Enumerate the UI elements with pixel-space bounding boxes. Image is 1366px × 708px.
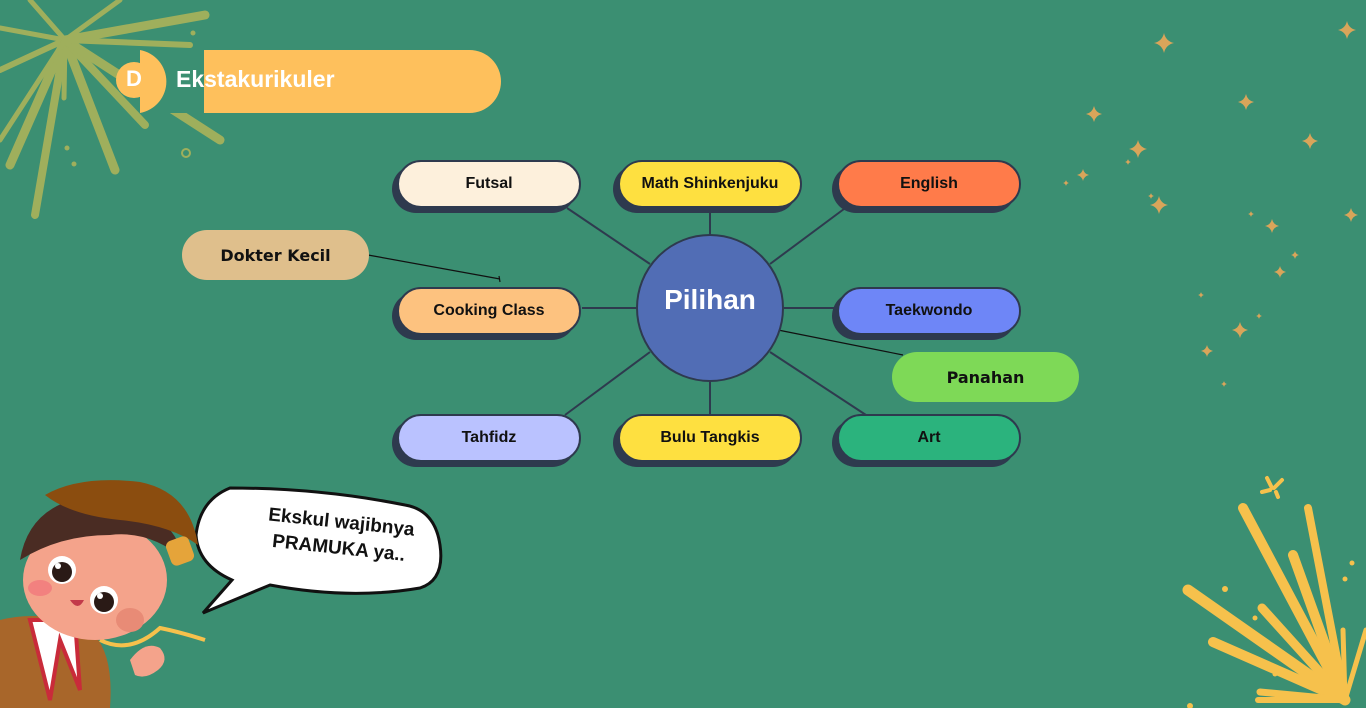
branch-node-futsal: Futsal bbox=[397, 160, 581, 208]
annotation-node-panahan: Panahan bbox=[892, 352, 1079, 402]
sparkle-icon bbox=[1291, 251, 1299, 259]
sparkle-icon bbox=[1154, 33, 1174, 53]
sparkle-icon bbox=[1086, 106, 1102, 122]
sparkle-icon bbox=[1077, 169, 1089, 181]
connector-dokter-kecil bbox=[367, 254, 501, 280]
mindmap-center-node bbox=[636, 234, 784, 382]
sparkle-icon bbox=[1256, 313, 1262, 319]
header-notch bbox=[140, 50, 204, 113]
connector-futsal bbox=[566, 207, 651, 265]
branch-node-tahfidz: Tahfidz bbox=[397, 414, 581, 462]
sparkle-icon bbox=[1238, 94, 1254, 110]
branch-node-art: Art bbox=[837, 414, 1021, 462]
sparkle-icon bbox=[1125, 159, 1131, 165]
sparkle-icon bbox=[1274, 266, 1286, 278]
sparkle-icon bbox=[1265, 219, 1279, 233]
branch-node-math-shinkenjuku: Math Shinkenjuku bbox=[618, 160, 802, 208]
sparkle-icon bbox=[1338, 21, 1356, 39]
branch-node-bulu-tangkis: Bulu Tangkis bbox=[618, 414, 802, 462]
sparkle-icon bbox=[1248, 211, 1254, 217]
firework-top-left-icon bbox=[0, 0, 225, 219]
section-title: Ekstakurikuler bbox=[176, 66, 335, 92]
sparkle-icon bbox=[1201, 345, 1213, 357]
branch-node-cooking-class: Cooking Class bbox=[397, 287, 581, 335]
center-node-label: Pilihan bbox=[664, 284, 756, 315]
firework-bottom-right-icon bbox=[1182, 476, 1366, 708]
connector-english bbox=[769, 205, 849, 265]
annotation-node-dokter-kecil: Dokter Kecil bbox=[182, 230, 369, 280]
branch-node-english: English bbox=[837, 160, 1021, 208]
sparkle-icon bbox=[1221, 381, 1227, 387]
connector-tahfidz bbox=[564, 351, 651, 416]
sparkle-icon bbox=[1344, 208, 1358, 222]
branch-node-taekwondo: Taekwondo bbox=[837, 287, 1021, 335]
sparkle-icon bbox=[1063, 180, 1069, 186]
sparkle-icon bbox=[1148, 193, 1154, 199]
sparkle-icon bbox=[1150, 196, 1168, 214]
sparkles-right-icon bbox=[1063, 21, 1358, 387]
sparkle-icon bbox=[1198, 292, 1204, 298]
sparkle-icon bbox=[1302, 133, 1318, 149]
section-letter-badge: D bbox=[116, 62, 152, 98]
connector-panahan bbox=[772, 328, 904, 356]
sparkle-icon bbox=[1129, 140, 1147, 158]
connector-art bbox=[769, 351, 867, 416]
sparkle-icon bbox=[1232, 322, 1248, 338]
